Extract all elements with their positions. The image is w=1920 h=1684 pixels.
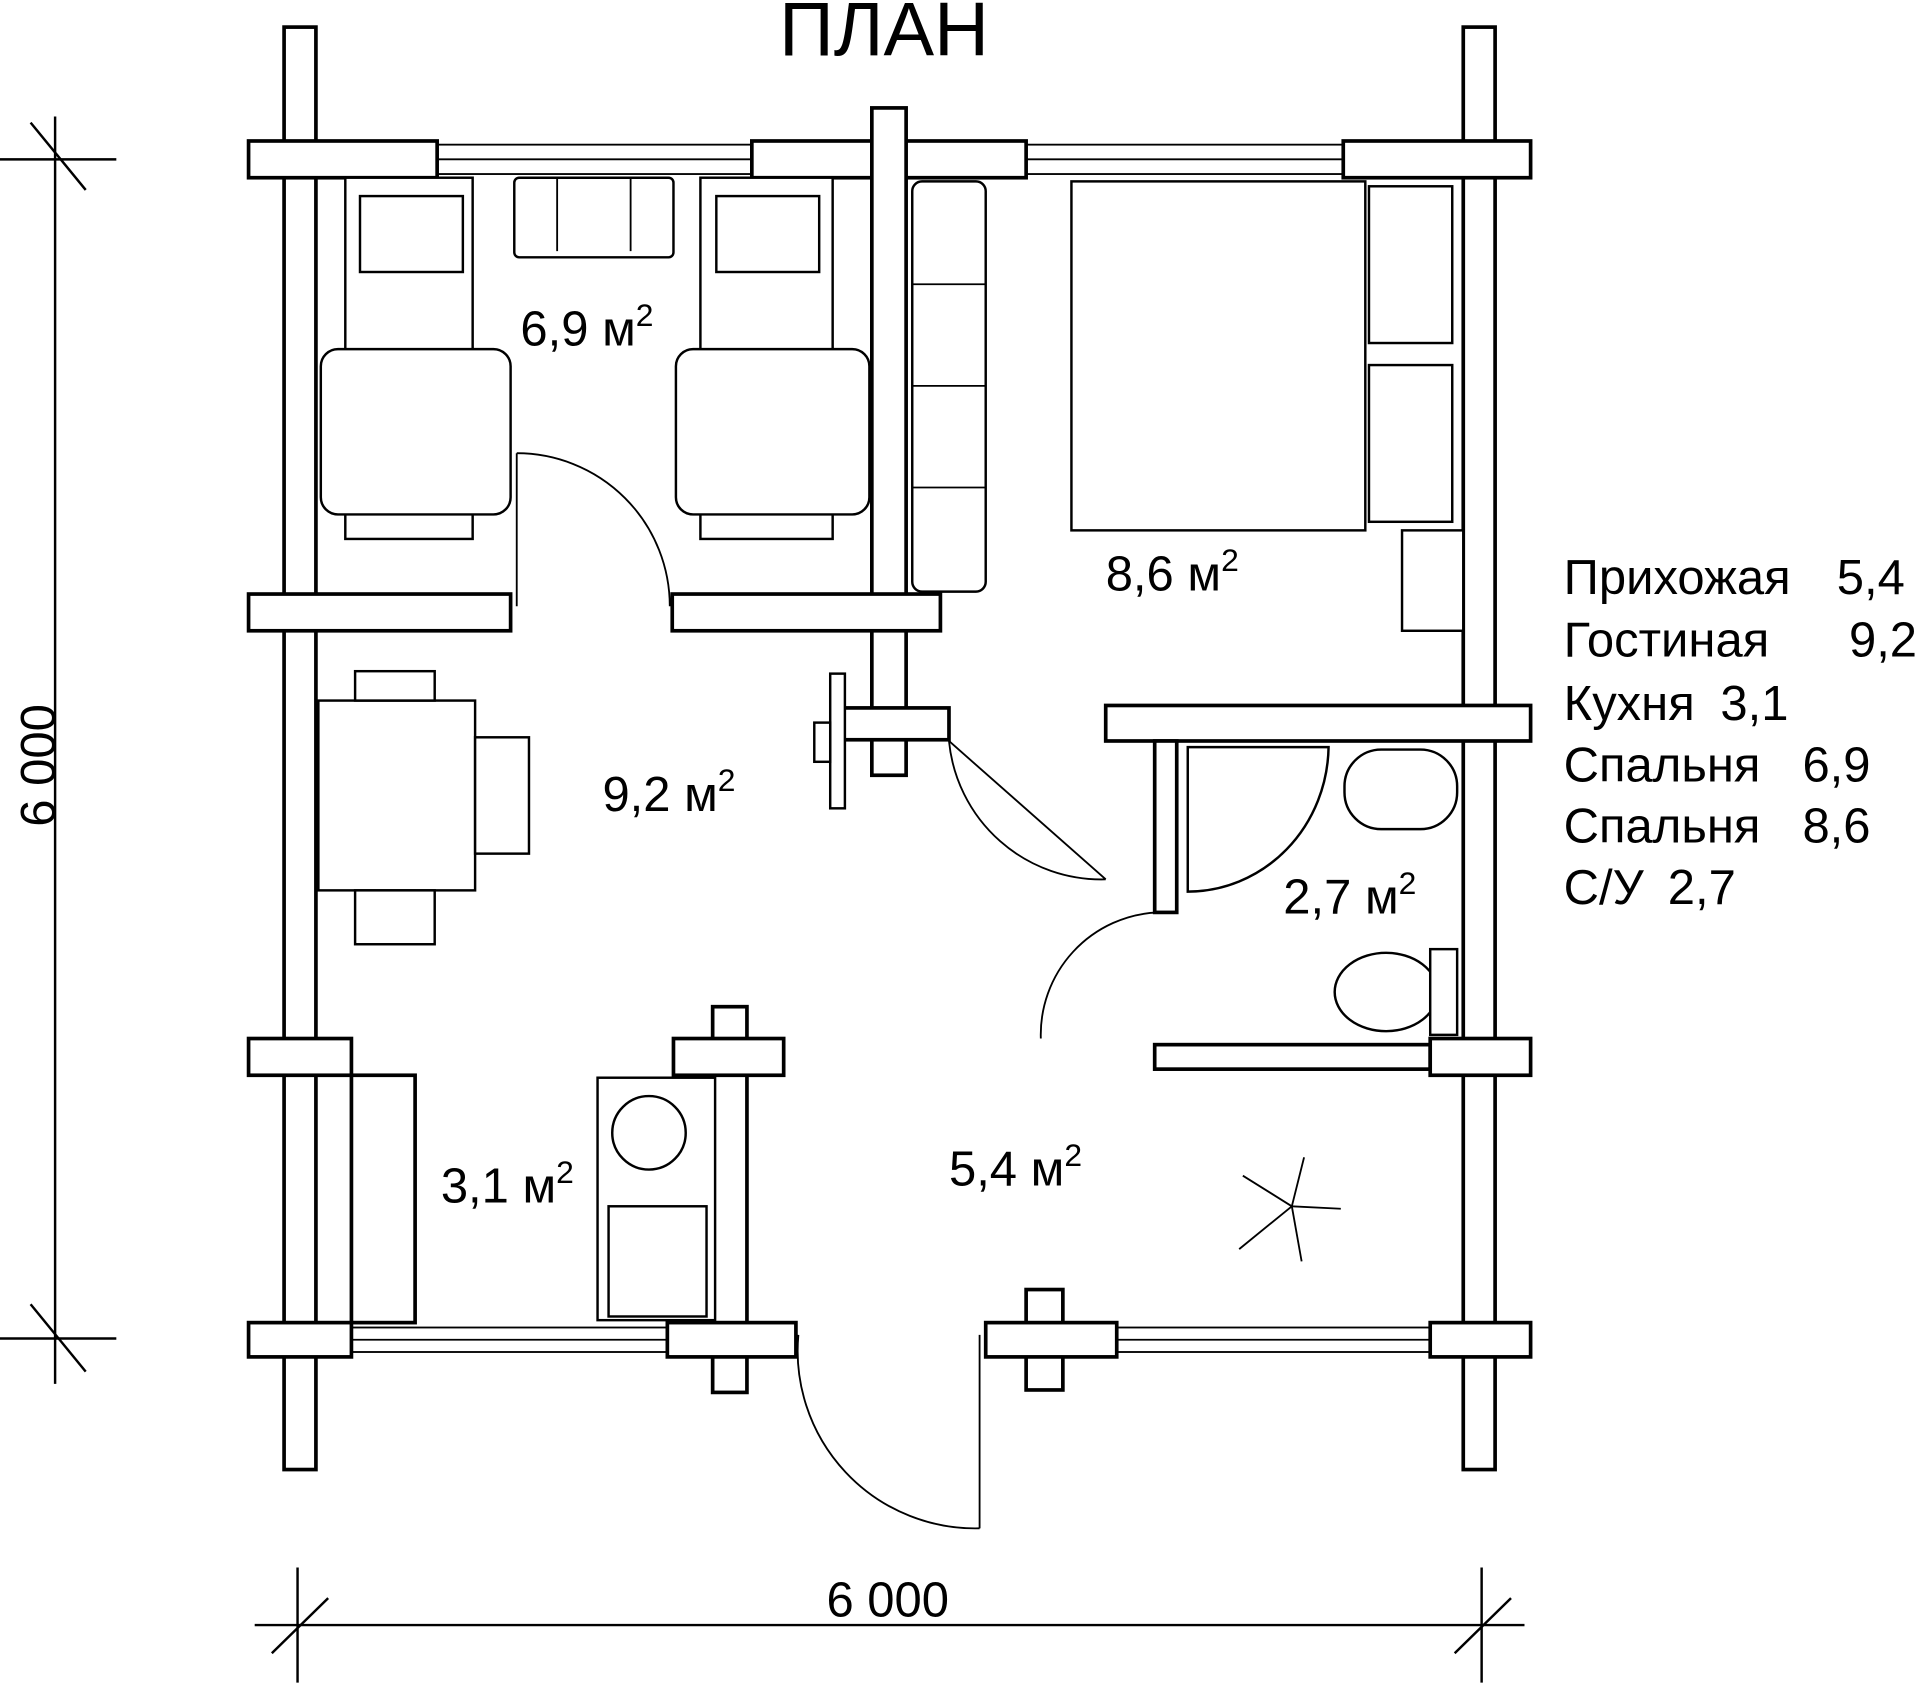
height-dimension: 6 000 (12, 704, 66, 827)
room-area: 5,4 м2 (949, 1137, 1082, 1197)
furniture (317, 176, 1465, 1322)
room-area: 3,1 м2 (441, 1154, 574, 1214)
pillow-icon (358, 194, 465, 274)
room-area: 9,2 м2 (602, 762, 735, 822)
chair (353, 669, 436, 702)
desk (513, 176, 675, 259)
chair (353, 889, 436, 946)
shower (1186, 745, 1330, 893)
double-bed (1070, 180, 1367, 532)
dimension-horizontal: 6 000 (254, 1567, 1525, 1683)
chair (473, 736, 531, 855)
tv (828, 672, 847, 810)
room-labels: 6,9 м2 8,6 м2 9,2 м2 2,7 м2 3,1 м2 5,4 м… (441, 297, 1417, 1214)
cabinet (1400, 529, 1465, 632)
plan-title: ПЛАН (779, 0, 989, 72)
width-dimension: 6 000 (826, 1573, 949, 1627)
room-area: 8,6 м2 (1106, 542, 1239, 602)
room-area: 2,7 м2 (1283, 865, 1416, 925)
dimension-vertical: 6 000 (0, 116, 117, 1384)
toilet-icon (1333, 951, 1439, 1033)
walls (246, 25, 1533, 1472)
sink-icon (1343, 748, 1459, 831)
room-area: 6,9 м2 (520, 297, 653, 357)
pillow-icon (715, 194, 821, 274)
nightstand (1367, 363, 1454, 524)
dining-table (317, 699, 477, 892)
ceiling-light-icon (1238, 1157, 1341, 1262)
nightstand (1367, 185, 1454, 345)
doors (515, 452, 1158, 1530)
